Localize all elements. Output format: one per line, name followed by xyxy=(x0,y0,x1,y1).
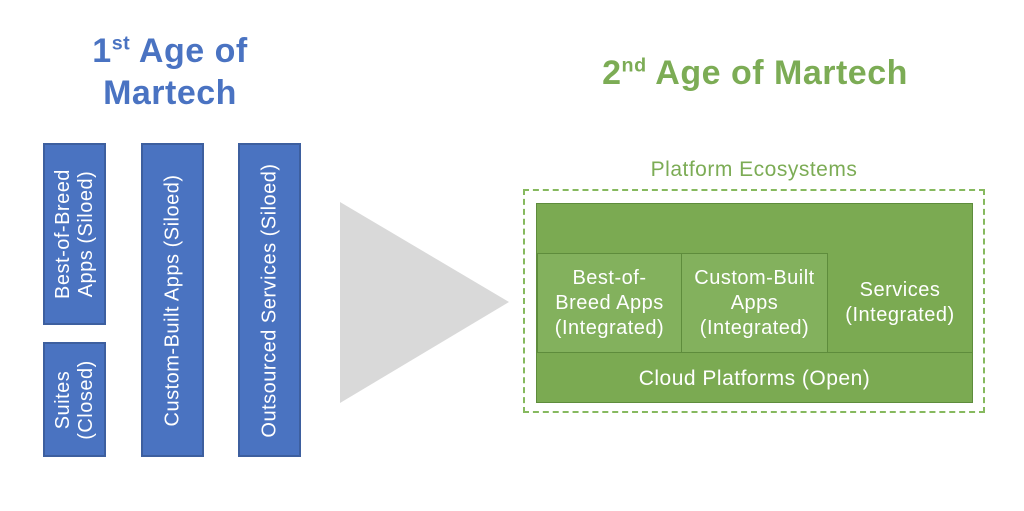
cloud-platforms-strip: Cloud Platforms (Open) xyxy=(537,352,972,403)
second-age-ordinal: nd xyxy=(621,54,647,77)
second-age-title: 2nd Age of Martech xyxy=(520,52,990,94)
second-age-number: 2 xyxy=(602,54,622,92)
box-label: Custom-Built Apps (Integrated) xyxy=(694,266,815,339)
platform-ecosystems-boundary: Best-of- Breed Apps (Integrated) Custom-… xyxy=(523,189,985,413)
bar-best-of-breed-apps-siloed: Best-of-Breed Apps (Siloed) xyxy=(43,143,106,325)
bar-label: Suites (Closed) xyxy=(51,359,97,440)
services-label: Services (Integrated) xyxy=(845,279,955,326)
bar-outsourced-services-siloed: Outsourced Services (Siloed) xyxy=(238,143,301,457)
platform-ecosystems-label: Platform Ecosystems xyxy=(650,158,858,181)
first-age-title-line2: Martech xyxy=(103,74,237,112)
first-age-suffix: Age of xyxy=(130,32,248,70)
box-label: Best-of- Breed Apps (Integrated) xyxy=(554,266,665,339)
first-age-title-line1: 1st Age of xyxy=(40,30,300,72)
box-best-of-breed-apps-integrated: Best-of- Breed Apps (Integrated) xyxy=(537,253,682,353)
first-age-ordinal: st xyxy=(111,32,131,55)
bar-suites-closed: Suites (Closed) xyxy=(43,342,106,457)
bar-label: Outsourced Services (Siloed) xyxy=(258,162,280,438)
bar-label: Custom-Built Apps (Siloed) xyxy=(161,174,183,426)
box-custom-built-apps-integrated: Custom-Built Apps (Integrated) xyxy=(681,253,828,353)
first-age-title: 1st Age of Martech xyxy=(40,30,300,114)
transition-arrow-icon xyxy=(340,202,509,403)
services-integrated-area: Services (Integrated) xyxy=(828,253,972,353)
cloud-platforms-label: Cloud Platforms (Open) xyxy=(638,366,871,390)
second-age-suffix: Age of Martech xyxy=(646,54,908,92)
platform-ecosystems-box: Best-of- Breed Apps (Integrated) Custom-… xyxy=(536,203,973,403)
first-age-number: 1 xyxy=(92,32,112,70)
bar-custom-built-apps-siloed: Custom-Built Apps (Siloed) xyxy=(141,143,204,457)
bar-label: Best-of-Breed Apps (Siloed) xyxy=(51,169,97,299)
